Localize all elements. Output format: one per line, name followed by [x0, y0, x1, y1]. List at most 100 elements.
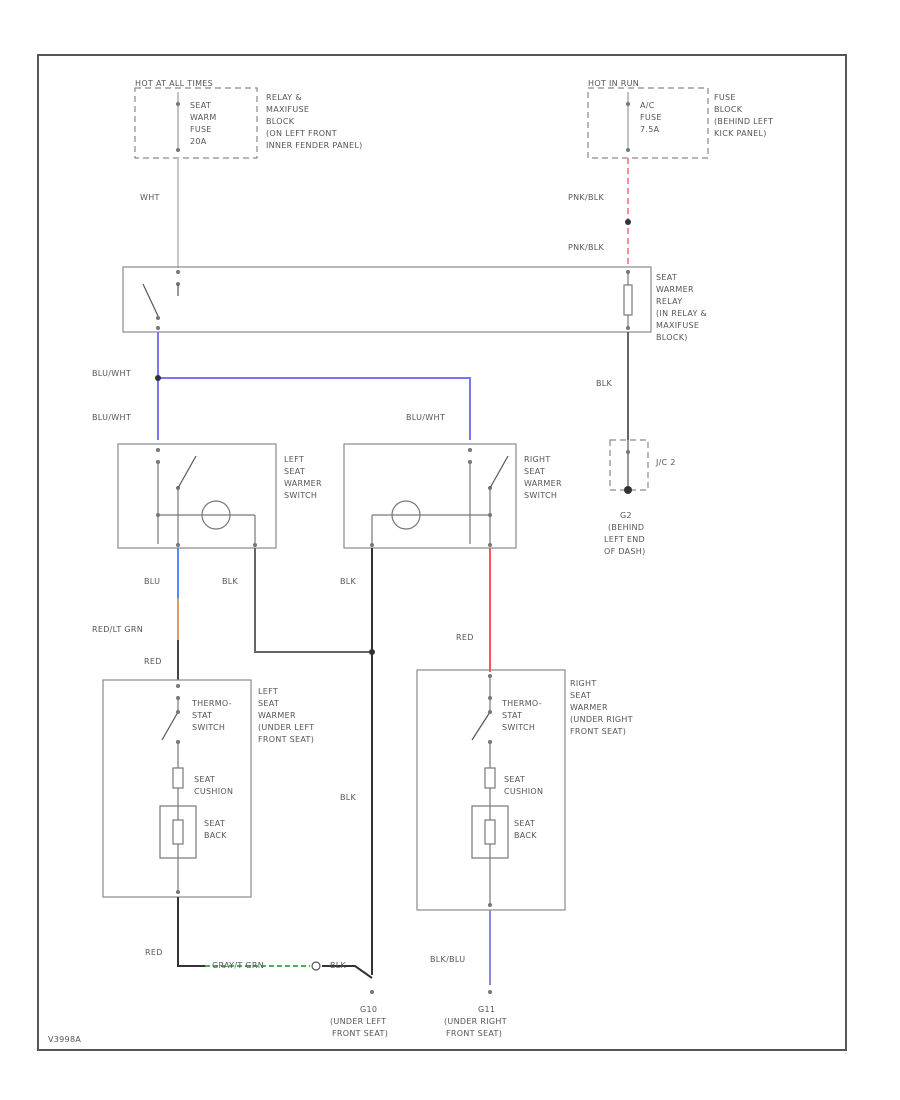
right-seat-back-element [484, 819, 496, 845]
left-heater-label-4: FRONT SEAT) [258, 735, 314, 744]
right-heater-label-1: SEAT [570, 691, 591, 700]
right-heater-label-4: FRONT SEAT) [570, 727, 626, 736]
fuse-left-pin-bottom [176, 148, 180, 152]
g11-label-0: G11 [478, 1005, 495, 1014]
right-switch-label-3: SWITCH [524, 491, 557, 500]
left-back-label-0: SEAT [204, 819, 225, 828]
relay-label-2: RELAY [656, 297, 683, 306]
wire-label-wht: WHT [140, 193, 160, 202]
g2-label-2: LEFT END [604, 535, 645, 544]
left-switch-contact [177, 455, 197, 489]
wire-blu-wht-right [158, 377, 471, 440]
fuse-right-loc-0: FUSE [714, 93, 736, 102]
wire-label-red-grn: RED/LT GRN [92, 625, 143, 634]
fuse-left-line-1: WARM [190, 113, 217, 122]
wire-label-blk-sw-right: BLK [340, 577, 357, 586]
right-thermo-label-1: STAT [502, 711, 522, 720]
relay-label-5: BLOCK) [656, 333, 688, 342]
wire-label-blk-sw-left: BLK [222, 577, 239, 586]
g10-label-1: (UNDER LEFT [330, 1017, 386, 1026]
diagram-frame [37, 54, 847, 1051]
relay-label-4: MAXIFUSE [656, 321, 699, 330]
jc2-dashed-box [609, 439, 649, 491]
right-cushion-label-1: CUSHION [504, 787, 543, 796]
left-thermostat-contact [161, 711, 179, 741]
fuse-left-loc-4: INNER FENDER PANEL) [266, 141, 363, 150]
right-switch-contact [489, 455, 509, 489]
g2-label-3: OF DASH) [604, 547, 646, 556]
left-seat-back-frame [159, 805, 197, 859]
left-thermo-label-1: STAT [192, 711, 212, 720]
left-heater-label-1: SEAT [258, 699, 279, 708]
fuse-right-header: HOT IN RUN [588, 79, 639, 88]
fuse-right-loc-2: (BEHIND LEFT [714, 117, 773, 126]
fuse-left-line-3: 20A [190, 137, 207, 146]
g11-label-1: (UNDER RIGHT [444, 1017, 507, 1026]
g2-label-1: (BEHIND [608, 523, 644, 532]
splice-blk [369, 649, 375, 655]
diagram-id: V3998A [48, 1035, 81, 1044]
wire-label-blu-wht-2: BLU/WHT [92, 413, 131, 422]
fuse-right-loc-3: KICK PANEL) [714, 129, 767, 138]
g2-label-0: G2 [620, 511, 632, 520]
relay-coil [623, 284, 633, 316]
right-seat-back-frame [471, 805, 509, 859]
fuse-right-line-1: FUSE [640, 113, 662, 122]
wire-label-blk-mid: BLK [340, 793, 357, 802]
left-heater-label-3: (UNDER LEFT [258, 723, 314, 732]
g11-label-2: FRONT SEAT) [446, 1029, 502, 1038]
left-switch-label-2: WARMER [284, 479, 322, 488]
wire-label-pnk-blk-2: PNK/BLK [568, 243, 604, 252]
left-cushion-label-0: SEAT [194, 775, 215, 784]
g10-label-2: FRONT SEAT) [332, 1029, 388, 1038]
fuse-left-header: HOT AT ALL TIMES [135, 79, 213, 88]
left-switch-indicator-lamp-icon [201, 500, 231, 530]
relay-label-0: SEAT [656, 273, 677, 282]
right-heater-label-0: RIGHT [570, 679, 597, 688]
left-seat-back-element [172, 819, 184, 845]
wire-label-blk-blu: BLK/BLU [430, 955, 465, 964]
right-switch-label-1: SEAT [524, 467, 545, 476]
connector-pnk-blk [625, 219, 631, 225]
inline-connector [311, 961, 321, 971]
right-switch-label-0: RIGHT [524, 455, 551, 464]
wire-label-red-right: RED [456, 633, 474, 642]
fuse-right-pin-top [626, 102, 630, 106]
wire-label-blk-relay: BLK [596, 379, 613, 388]
jc2-label: J/C 2 [655, 458, 676, 467]
wire-blk-bottom [322, 965, 373, 979]
right-thermo-label-0: THERMO- [501, 699, 542, 708]
right-heater-label-2: WARMER [570, 703, 608, 712]
left-back-label-1: BACK [204, 831, 227, 840]
left-thermo-label-0: THERMO- [191, 699, 232, 708]
fuse-right-pin-bottom [626, 148, 630, 152]
right-heater-label-3: (UNDER RIGHT [570, 715, 633, 724]
ground-g2-point [624, 486, 632, 494]
right-seat-warmer-switch-box [343, 443, 517, 549]
fuse-box-left-dashed [134, 87, 258, 159]
left-seat-cushion-element [172, 767, 184, 789]
fuse-right-line-0: A/C [640, 101, 655, 110]
left-thermo-label-2: SWITCH [192, 723, 225, 732]
wire-blk-switch-left [254, 548, 372, 653]
fuse-left-loc-2: BLOCK [266, 117, 295, 126]
left-switch-label-1: SEAT [284, 467, 305, 476]
fuse-left-line-0: SEAT [190, 101, 211, 110]
wire-label-red-left: RED [144, 657, 162, 666]
right-thermo-label-2: SWITCH [502, 723, 535, 732]
right-switch-indicator-lamp-icon [391, 500, 421, 530]
fuse-left-pin-top [176, 102, 180, 106]
wire-label-red-bottom: RED [145, 948, 163, 957]
left-switch-label-0: LEFT [284, 455, 304, 464]
wire-label-blu: BLU [144, 577, 160, 586]
relay-label-3: (IN RELAY & [656, 309, 707, 318]
g10-label-0: G10 [360, 1005, 377, 1014]
left-seat-warmer-switch-box [117, 443, 277, 549]
relay-contact-switch [142, 283, 159, 317]
fuse-left-loc-3: (ON LEFT FRONT [266, 129, 337, 138]
fuse-left-loc-0: RELAY & [266, 93, 302, 102]
fuse-box-right-dashed [587, 87, 709, 159]
left-heater-label-2: WARMER [258, 711, 296, 720]
